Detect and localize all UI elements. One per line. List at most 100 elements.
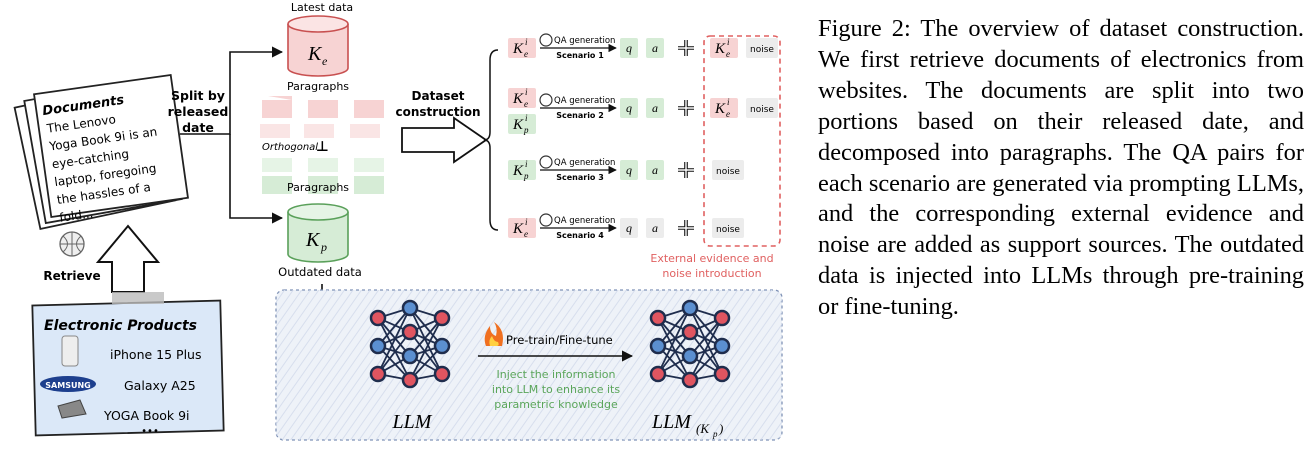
noise-box: noise bbox=[712, 218, 744, 238]
svg-text:i: i bbox=[525, 113, 528, 123]
svg-text:i: i bbox=[727, 37, 730, 47]
inject-note: into LLM to enhance its bbox=[492, 383, 620, 396]
orthogonal-symbol: ⊥ bbox=[316, 139, 329, 155]
split-label: released bbox=[168, 104, 229, 119]
network-node bbox=[369, 337, 387, 355]
svg-text:p: p bbox=[523, 125, 529, 135]
llm-label: LLM bbox=[392, 411, 433, 433]
qa-gen-label: QA generation bbox=[554, 96, 615, 106]
svg-text:K: K bbox=[714, 41, 726, 57]
qa-gen-label: QA generation bbox=[554, 158, 615, 168]
svg-text:q: q bbox=[626, 163, 632, 177]
svg-text:a: a bbox=[652, 101, 658, 115]
noise-box: noise bbox=[746, 98, 778, 118]
llm-kp-network bbox=[649, 299, 731, 389]
doc-line: fold... bbox=[59, 206, 95, 225]
svg-text:e: e bbox=[726, 49, 730, 59]
split-label: date bbox=[182, 120, 214, 135]
question-box: q bbox=[620, 218, 638, 238]
more-dots: ••• bbox=[141, 426, 159, 437]
svg-text:e: e bbox=[524, 49, 528, 59]
question-box: q bbox=[620, 38, 638, 58]
figure-caption: Figure 2: The overview of dataset constr… bbox=[818, 14, 1304, 323]
retrieve-label: Retrieve bbox=[43, 269, 100, 283]
network-node bbox=[713, 337, 731, 355]
network-node bbox=[649, 309, 667, 327]
external-label: noise introduction bbox=[662, 267, 761, 280]
network-node bbox=[681, 371, 699, 389]
scenario-label: Scenario 3 bbox=[556, 173, 604, 182]
network-node bbox=[681, 299, 699, 317]
openai-icon bbox=[539, 93, 553, 107]
svg-text:K: K bbox=[714, 101, 726, 117]
svg-text:noise: noise bbox=[750, 105, 774, 115]
network-node bbox=[433, 337, 451, 355]
svg-text:e: e bbox=[524, 99, 528, 109]
svg-text:i: i bbox=[525, 87, 528, 97]
network-node bbox=[649, 365, 667, 383]
network-node bbox=[433, 365, 451, 383]
svg-text:K: K bbox=[512, 117, 524, 133]
svg-text:noise: noise bbox=[750, 45, 774, 55]
network-node bbox=[713, 309, 731, 327]
outdated-data-cylinder: K p bbox=[287, 203, 349, 263]
split-label: Split by bbox=[171, 88, 225, 103]
network-node bbox=[401, 347, 419, 365]
network-node bbox=[649, 337, 667, 355]
openai-icon bbox=[539, 213, 553, 227]
scenario-label: Scenario 2 bbox=[556, 111, 604, 120]
svg-text:p: p bbox=[320, 240, 327, 254]
paragraphs-bottom-label: Paragraphs bbox=[287, 181, 349, 194]
scenario-brace bbox=[483, 49, 499, 231]
green-paragraph-tiles bbox=[262, 158, 384, 194]
external-label: External evidence and bbox=[650, 252, 773, 265]
llm-network bbox=[369, 299, 451, 389]
orthogonal-label: Orthogonal bbox=[262, 142, 318, 153]
samsung-logo: SAMSUNG bbox=[45, 381, 90, 390]
split-arrows bbox=[180, 46, 284, 224]
network-node bbox=[433, 309, 451, 327]
caption-text: Figure 2: The overview of dataset constr… bbox=[818, 15, 1304, 321]
inject-note: parametric knowledge bbox=[494, 398, 618, 411]
svg-text:a: a bbox=[652, 41, 658, 55]
svg-text:e: e bbox=[524, 229, 528, 239]
svg-text:K: K bbox=[512, 41, 524, 57]
svg-text:K: K bbox=[512, 221, 524, 237]
outdated-data-label: Outdated data bbox=[278, 265, 362, 279]
network-node bbox=[681, 347, 699, 365]
svg-text:i: i bbox=[525, 217, 528, 227]
svg-text:noise: noise bbox=[716, 167, 740, 177]
network-node bbox=[401, 323, 419, 341]
external-evidence-box bbox=[703, 35, 781, 247]
question-box: q bbox=[620, 98, 638, 118]
svg-text:(K: (K bbox=[696, 421, 710, 436]
answer-box: a bbox=[646, 98, 664, 118]
pretrain-label: Pre-train/Fine-tune bbox=[506, 333, 613, 347]
llm-kp-label: LLM (K p ) bbox=[651, 411, 723, 439]
paragraphs-top-label: Paragraphs bbox=[287, 80, 349, 93]
fire-icon bbox=[484, 322, 503, 346]
svg-text:e: e bbox=[322, 54, 328, 68]
red-paragraph-tiles bbox=[260, 96, 384, 138]
scenario-label: Scenario 1 bbox=[556, 51, 604, 60]
documents-stack: Documents The Lenovo Yoga Book 9i is an … bbox=[13, 73, 189, 231]
qa-gen-label: QA generation bbox=[554, 216, 615, 226]
product-item: YOGA Book 9i bbox=[103, 408, 190, 423]
qa-gen-label: QA generation bbox=[554, 36, 615, 46]
svg-text:i: i bbox=[525, 37, 528, 47]
scenario-label: Scenario 4 bbox=[556, 231, 604, 240]
svg-text:p: p bbox=[523, 171, 529, 181]
svg-text:a: a bbox=[652, 163, 658, 177]
latest-data-label: Latest data bbox=[291, 1, 353, 14]
network-node bbox=[401, 371, 419, 389]
svg-text:): ) bbox=[718, 421, 723, 436]
svg-text:noise: noise bbox=[716, 225, 740, 235]
latest-data-cylinder: K e bbox=[287, 15, 349, 77]
overview-diagram: Documents The Lenovo Yoga Book 9i is an … bbox=[13, 1, 783, 441]
inject-note: Inject the information bbox=[497, 368, 616, 381]
